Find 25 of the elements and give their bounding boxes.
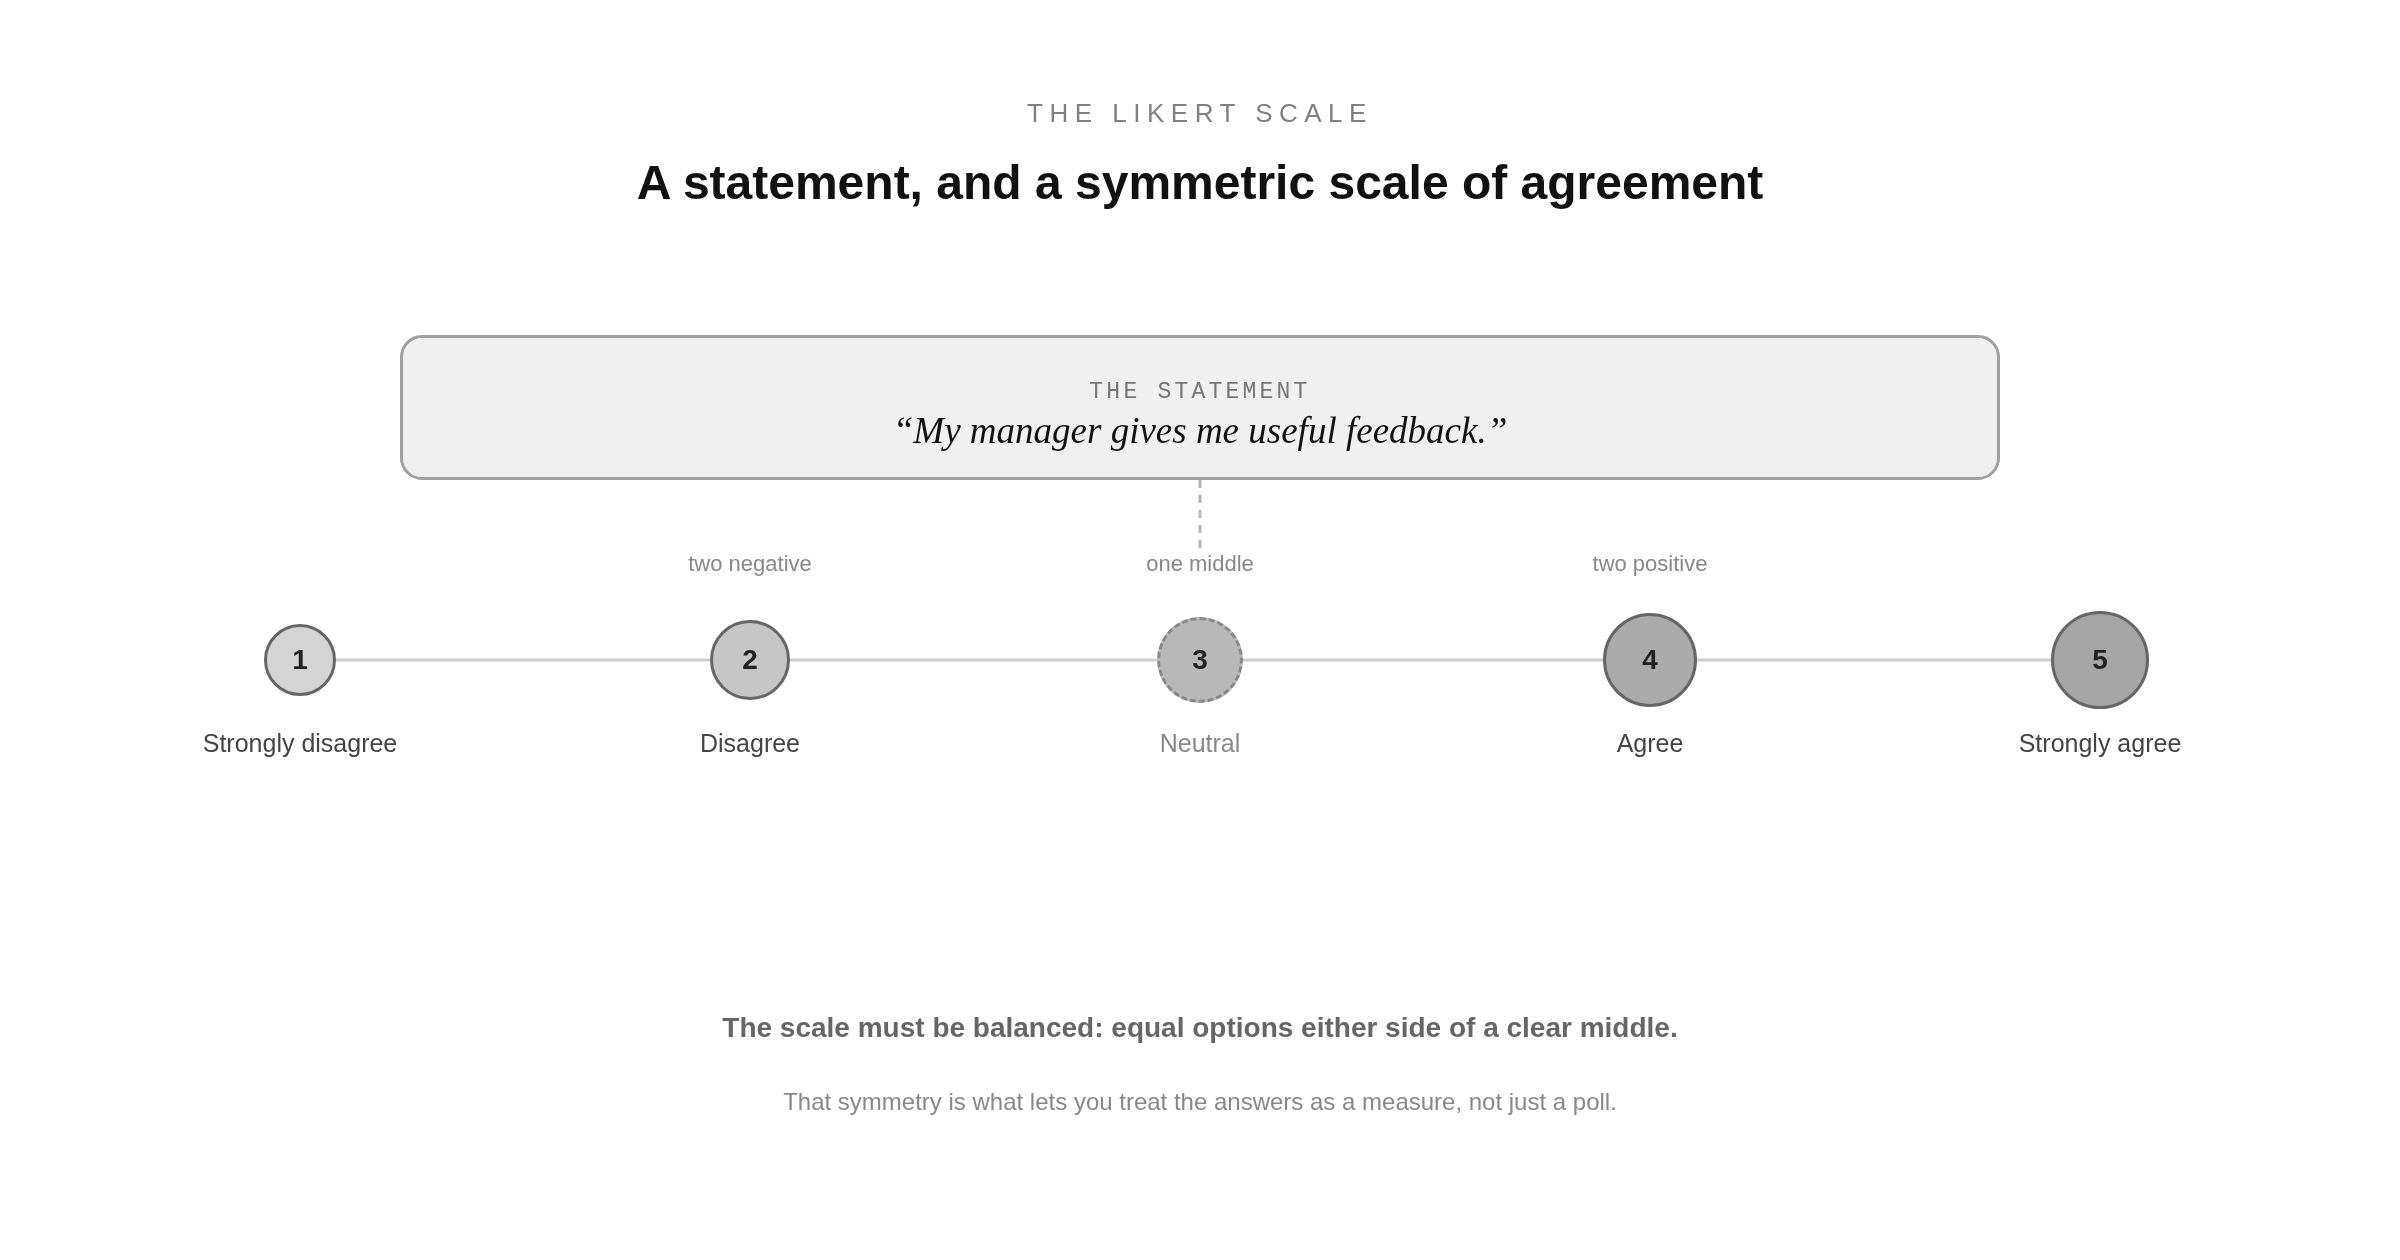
option-label: Agree [1616, 728, 1684, 758]
title: A statement, and a symmetric scale of agreement [635, 155, 1765, 210]
group-note: two negative [688, 551, 812, 577]
option-label: Neutral [1159, 728, 1241, 758]
option-label: Strongly agree [2018, 728, 2182, 758]
statement-quote: “My manager gives me useful feedback.” [892, 409, 1508, 452]
scale-point-circle: 4 [1603, 613, 1697, 707]
scale-line [790, 658, 1157, 662]
summary-note: The scale must be balanced: equal options either side of a clear middle. [721, 1012, 1679, 1044]
eyebrow-heading: THE LIKERT SCALE [1026, 98, 1374, 129]
explanation-note: That symmetry is what lets you treat the answers as a measure, not just a poll. [782, 1088, 1618, 1116]
scale-line [1697, 658, 2051, 662]
dashed-connector [1198, 480, 1202, 551]
statement-heading: THE STATEMENT [1089, 379, 1311, 405]
option-label: Strongly disagree [202, 728, 398, 758]
scale-point-circle: 5 [2051, 611, 2149, 709]
scale-line [336, 658, 710, 662]
scale-point-circle: 1 [264, 624, 336, 696]
group-note: two positive [1592, 551, 1708, 577]
scale-point-circle: 3 [1157, 617, 1243, 703]
group-note: one middle [1146, 551, 1254, 577]
scale-line [1243, 658, 1603, 662]
scale-point-circle: 2 [710, 620, 790, 700]
statement-box [400, 335, 2000, 480]
option-label: Disagree [699, 728, 801, 758]
